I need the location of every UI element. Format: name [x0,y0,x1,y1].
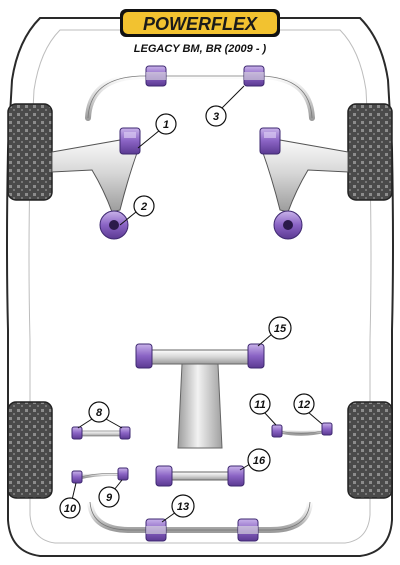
rear-link-upper-left [71,426,131,440]
callout-11-label: 11 [254,399,265,411]
callout-16-label: 16 [253,455,266,467]
callout-2-label: 2 [140,201,147,213]
powerflex-logo: POWERFLEX [120,9,280,37]
tyre-front-right [347,103,393,201]
crossmember-bush-left [135,343,153,369]
car-body-inner-line [28,29,372,544]
wishbone-rear-bush-left [99,210,129,240]
callout-12[interactable]: 12 [293,393,323,425]
rear-link-upper-right [271,422,333,438]
crossmember-bush-right [247,343,265,369]
brand-text: POWERFLEX [143,14,258,34]
callout-10[interactable]: 10 [59,482,81,519]
anti-roll-bar-bush-right [243,65,265,87]
callout-3[interactable]: 3 [205,85,245,127]
rear-anti-roll-bar-bush-right [237,518,259,542]
tyre-rear-right [347,401,393,499]
wishbone-front-bush-right [259,127,281,155]
front-anti-roll-bar [85,73,315,121]
callout-3-label: 3 [213,111,219,123]
anti-roll-bar-bush-left [145,65,167,87]
callout-15-label: 15 [274,323,287,335]
rear-anti-roll-bar-bush-left [145,518,167,542]
callout-8[interactable]: 8 [77,401,123,429]
model-caption: LEGACY BM, BR (2009 - ) [134,43,267,55]
callout-15[interactable]: 15 [257,316,292,347]
callout-9-label: 9 [106,492,113,504]
tyre-rear-left [7,401,53,499]
rear-crossmember [135,349,265,449]
callout-11[interactable]: 11 [249,393,277,426]
callout-8-label: 8 [96,407,103,419]
callout-2[interactable]: 2 [119,195,155,226]
callout-9[interactable]: 9 [98,479,123,508]
callout-12-label: 12 [298,399,310,411]
callout-10-label: 10 [64,503,77,515]
rear-lateral-link [155,465,245,487]
rear-link-lower-left [71,467,129,484]
callout-1[interactable]: 1 [137,113,177,149]
wishbone-front-bush-left [119,127,141,155]
wishbone-rear-bush-right [273,210,303,240]
rear-anti-roll-bar [87,499,313,533]
callout-13[interactable]: 13 [161,494,195,523]
callout-1-label: 1 [163,119,169,131]
tyre-front-left [7,103,53,201]
callout-16[interactable]: 16 [239,448,271,472]
callout-13-label: 13 [177,501,189,513]
